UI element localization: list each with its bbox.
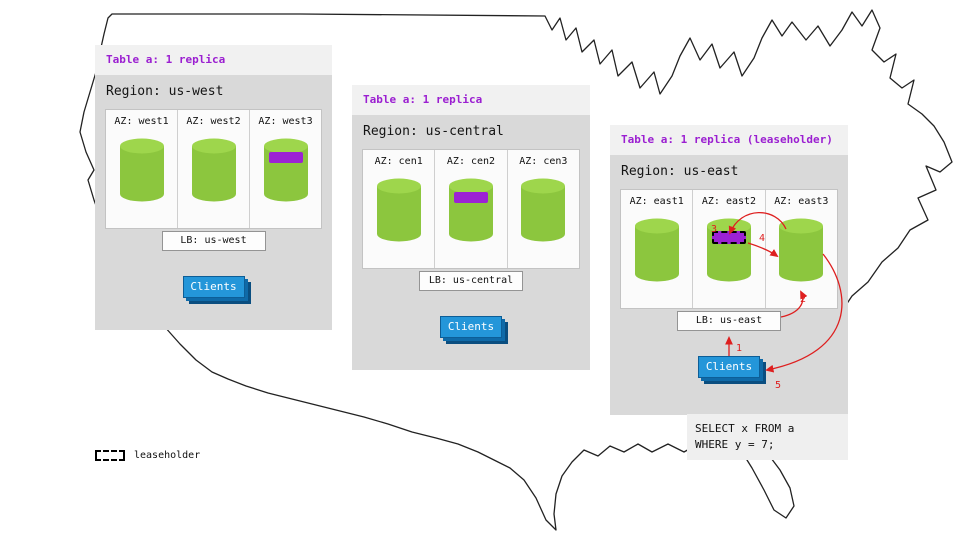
region-panel-us-central: Table a: 1 replica Region: us-central AZ… (352, 85, 590, 370)
legend: leaseholder (95, 450, 200, 461)
table-replica-header: Table a: 1 replica (95, 45, 332, 75)
az-label: AZ: west2 (186, 116, 241, 127)
database-cylinder-icon (778, 217, 824, 283)
clients-button: Clients (698, 356, 760, 378)
database-cylinder-icon (263, 137, 309, 203)
leaseholder-dashed-swatch-icon (95, 450, 125, 461)
az-label: AZ: west1 (114, 116, 169, 127)
database-cylinder-icon (634, 217, 680, 283)
az-label: AZ: east1 (629, 196, 684, 207)
region-panel-us-west: Table a: 1 replica Region: us-west AZ: w… (95, 45, 332, 330)
replica-band (268, 152, 303, 163)
sql-query-box: SELECT x FROM a WHERE y = 7; (687, 414, 848, 460)
az-west2: AZ: west2 (178, 110, 250, 228)
az-east1: AZ: east1 (621, 190, 694, 308)
database-cylinder-icon (191, 137, 237, 203)
az-cen3: AZ: cen3 (508, 150, 579, 268)
az-label: AZ: east2 (701, 196, 757, 207)
load-balancer: LB: us-central (419, 271, 523, 291)
az-cen1: AZ: cen1 (363, 150, 436, 268)
az-west3: AZ: west3 (250, 110, 321, 228)
sql-line: WHERE y = 7; (695, 438, 775, 451)
legend-label: leaseholder (134, 450, 201, 461)
database-cylinder-icon (119, 137, 165, 203)
az-label: AZ: cen2 (446, 156, 496, 167)
az-label: AZ: cen1 (374, 156, 423, 167)
region-title: Region: us-east (621, 164, 739, 179)
replica-band (453, 192, 488, 203)
leaseholder-replica-band (711, 231, 746, 244)
clients-button: Clients (182, 276, 245, 298)
region-title: Region: us-west (106, 84, 224, 99)
az-group: AZ: east1 AZ: east2 AZ: east3 (620, 189, 838, 309)
database-cylinder-icon (448, 177, 494, 243)
database-cylinder-icon (376, 177, 422, 243)
az-cen2: AZ: cen2 (435, 150, 508, 268)
az-label: AZ: cen3 (519, 156, 568, 167)
table-replica-header: Table a: 1 replica (352, 85, 590, 115)
sql-line: SELECT x FROM a (695, 422, 795, 435)
load-balancer: LB: us-west (161, 231, 266, 251)
table-replica-header: Table a: 1 replica (leaseholder) (610, 125, 848, 155)
region-title: Region: us-central (363, 124, 504, 139)
az-label: AZ: east3 (774, 196, 829, 207)
az-group: AZ: west1 AZ: west2 AZ: west3 (105, 109, 322, 229)
az-east3: AZ: east3 (766, 190, 837, 308)
database-cylinder-icon (520, 177, 566, 243)
az-east2: AZ: east2 (693, 190, 766, 308)
clients-button: Clients (440, 316, 502, 338)
az-label: AZ: west3 (258, 116, 313, 127)
az-west1: AZ: west1 (106, 110, 178, 228)
az-group: AZ: cen1 AZ: cen2 AZ: cen3 (362, 149, 580, 269)
region-panel-us-east: Table a: 1 replica (leaseholder) Region:… (610, 125, 848, 415)
database-cylinder-icon (706, 217, 752, 283)
load-balancer: LB: us-east (677, 311, 781, 331)
